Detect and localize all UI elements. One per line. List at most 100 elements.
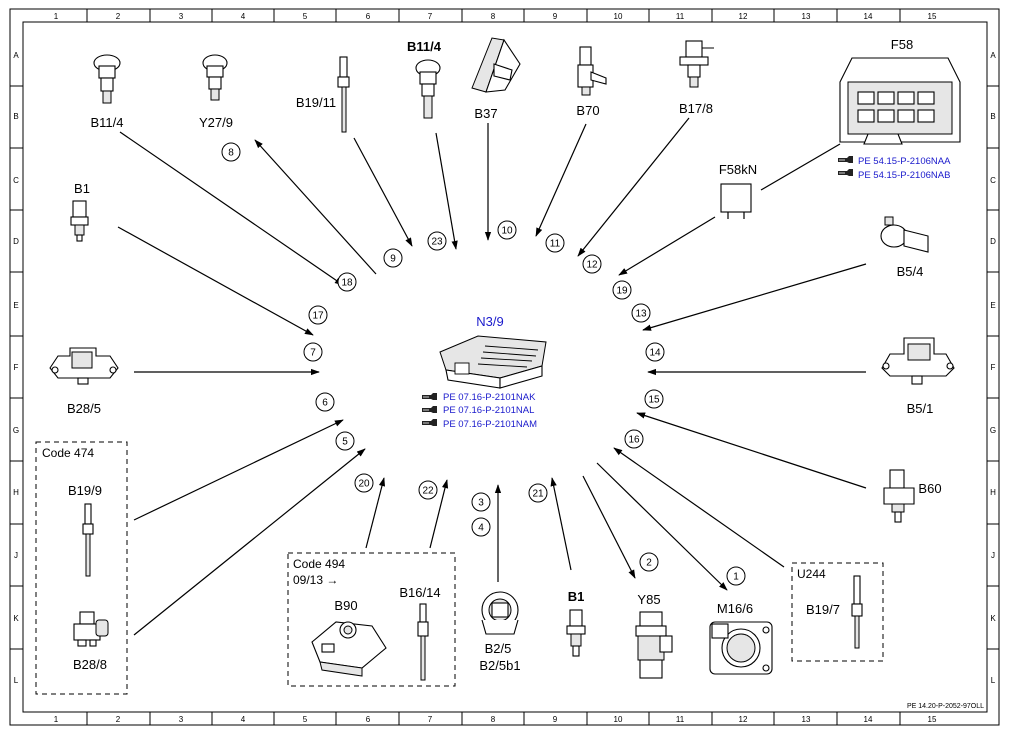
label-f58[interactable]: F58 (891, 37, 913, 52)
f58-ref-1[interactable]: PE 54.15-P-2106NAA (858, 156, 951, 167)
arrow-y85 (582, 475, 636, 579)
label-b1-bottom[interactable]: B1 (568, 589, 585, 604)
label-b2-5[interactable]: B2/5 (485, 641, 512, 656)
label-b16-14[interactable]: B16/14 (399, 585, 440, 600)
component-b19-7[interactable] (851, 575, 863, 649)
badge-18[interactable]: 18 (337, 272, 357, 292)
component-f58[interactable] (839, 57, 961, 145)
control-unit-n3-9[interactable] (439, 335, 547, 389)
badge-7[interactable]: 7 (303, 342, 323, 362)
component-y27-9[interactable] (202, 54, 228, 101)
code-494-date[interactable]: 09/13 → (293, 573, 338, 587)
badge-number: 20 (358, 479, 370, 490)
badge-circle (303, 342, 323, 362)
badge-22[interactable]: 22 (418, 480, 438, 500)
component-b19-11[interactable] (337, 56, 350, 133)
label-b28-5[interactable]: B28/5 (67, 401, 101, 416)
component-b16-14[interactable] (417, 603, 429, 681)
badge-13[interactable]: 13 (631, 303, 651, 323)
label-b19-11[interactable]: B19/11 (296, 95, 336, 110)
badge-4[interactable]: 4 (471, 517, 491, 537)
component-b19-9[interactable] (82, 503, 94, 577)
label-b1-left[interactable]: B1 (74, 181, 90, 196)
badge-circle (639, 552, 659, 572)
component-b60[interactable] (883, 469, 915, 523)
component-b1-left[interactable] (70, 200, 89, 242)
component-b28-8[interactable] (73, 611, 109, 647)
component-b28-5[interactable] (49, 347, 119, 385)
component-b1-bottom[interactable] (566, 609, 586, 657)
component-b11-4-left[interactable] (93, 54, 121, 104)
badge-8[interactable]: 8 (221, 142, 241, 162)
component-b70[interactable] (577, 46, 607, 96)
center-ref-2[interactable]: PE 07.16-P-2101NAL (443, 405, 534, 416)
badge-11[interactable]: 11 (545, 233, 565, 253)
component-f58kn[interactable] (720, 183, 752, 219)
badge-10[interactable]: 10 (497, 220, 517, 240)
component-b2-5[interactable] (481, 591, 519, 635)
label-b90[interactable]: B90 (334, 598, 357, 613)
badge-number: 23 (431, 237, 443, 248)
label-b2-5b1[interactable]: B2/5b1 (479, 658, 520, 673)
badge-17[interactable]: 17 (308, 305, 328, 325)
label-b17-8[interactable]: B17/8 (679, 101, 713, 116)
badge-1[interactable]: 1 (726, 566, 746, 586)
control-unit-label[interactable]: N3/9 (476, 314, 503, 329)
badge-5[interactable]: 5 (335, 431, 355, 451)
code-494-label[interactable]: Code 494 (293, 557, 345, 571)
badge-19[interactable]: 19 (612, 280, 632, 300)
badge-3[interactable]: 3 (471, 492, 491, 512)
label-b28-8[interactable]: B28/8 (73, 657, 107, 672)
badge-20[interactable]: 20 (354, 473, 374, 493)
component-b17-8[interactable] (679, 40, 714, 88)
code-474-label[interactable]: Code 474 (42, 446, 94, 460)
badge-12[interactable]: 12 (582, 254, 602, 274)
u244-label[interactable]: U244 (797, 567, 826, 581)
label-b60[interactable]: B60 (918, 481, 941, 496)
label-y27-9[interactable]: Y27/9 (199, 115, 233, 130)
label-f58kn[interactable]: F58kN (719, 162, 757, 177)
label-b11-4-left[interactable]: B11/4 (90, 115, 123, 130)
badge-15[interactable]: 15 (644, 389, 664, 409)
badge-21[interactable]: 21 (528, 483, 548, 503)
label-b70[interactable]: B70 (576, 103, 599, 118)
f58-ref-2[interactable]: PE 54.15-P-2106NAB (858, 170, 950, 181)
component-b37[interactable] (471, 37, 521, 93)
label-b19-9[interactable]: B19/9 (68, 483, 102, 498)
arrow-b19-9 (133, 419, 344, 521)
grid-column-label: 8 (491, 12, 496, 21)
label-b37[interactable]: B37 (474, 106, 497, 121)
component-m16-6[interactable] (709, 621, 773, 675)
arrow-b70 (535, 123, 587, 237)
reference-hand-icon (421, 405, 438, 414)
grid-column-label: 5 (303, 12, 308, 21)
label-b5-1[interactable]: B5/1 (907, 401, 934, 416)
component-b11-4-top[interactable] (415, 59, 441, 119)
badge-23[interactable]: 23 (427, 231, 447, 251)
label-b11-4-top[interactable]: B11/4 (407, 39, 442, 54)
badge-16[interactable]: 16 (624, 429, 644, 449)
badge-circle (471, 517, 491, 537)
badge-number: 13 (635, 309, 647, 320)
badge-2[interactable]: 2 (639, 552, 659, 572)
arrow-b19-11 (353, 137, 413, 247)
center-ref-1[interactable]: PE 07.16-P-2101NAK (443, 392, 536, 403)
grid-row-label: A (990, 51, 996, 60)
badge-9[interactable]: 9 (383, 248, 403, 268)
badge-6[interactable]: 6 (315, 392, 335, 412)
label-m16-6[interactable]: M16/6 (717, 601, 753, 616)
component-b5-1[interactable] (881, 337, 955, 385)
label-b5-4[interactable]: B5/4 (897, 264, 924, 279)
component-b90[interactable] (311, 621, 387, 677)
badge-circle (612, 280, 632, 300)
center-ref-3[interactable]: PE 07.16-P-2101NAM (443, 419, 537, 430)
badge-14[interactable]: 14 (645, 342, 665, 362)
f58-reference-list: PE 54.15-P-2106NAA PE 54.15-P-2106NAB (837, 155, 951, 181)
component-y85[interactable] (635, 611, 673, 679)
label-y85[interactable]: Y85 (637, 592, 660, 607)
badge-circle (528, 483, 548, 503)
badge-circle (427, 231, 447, 251)
component-b5-4[interactable] (880, 216, 929, 253)
label-b19-7[interactable]: B19/7 (806, 602, 840, 617)
